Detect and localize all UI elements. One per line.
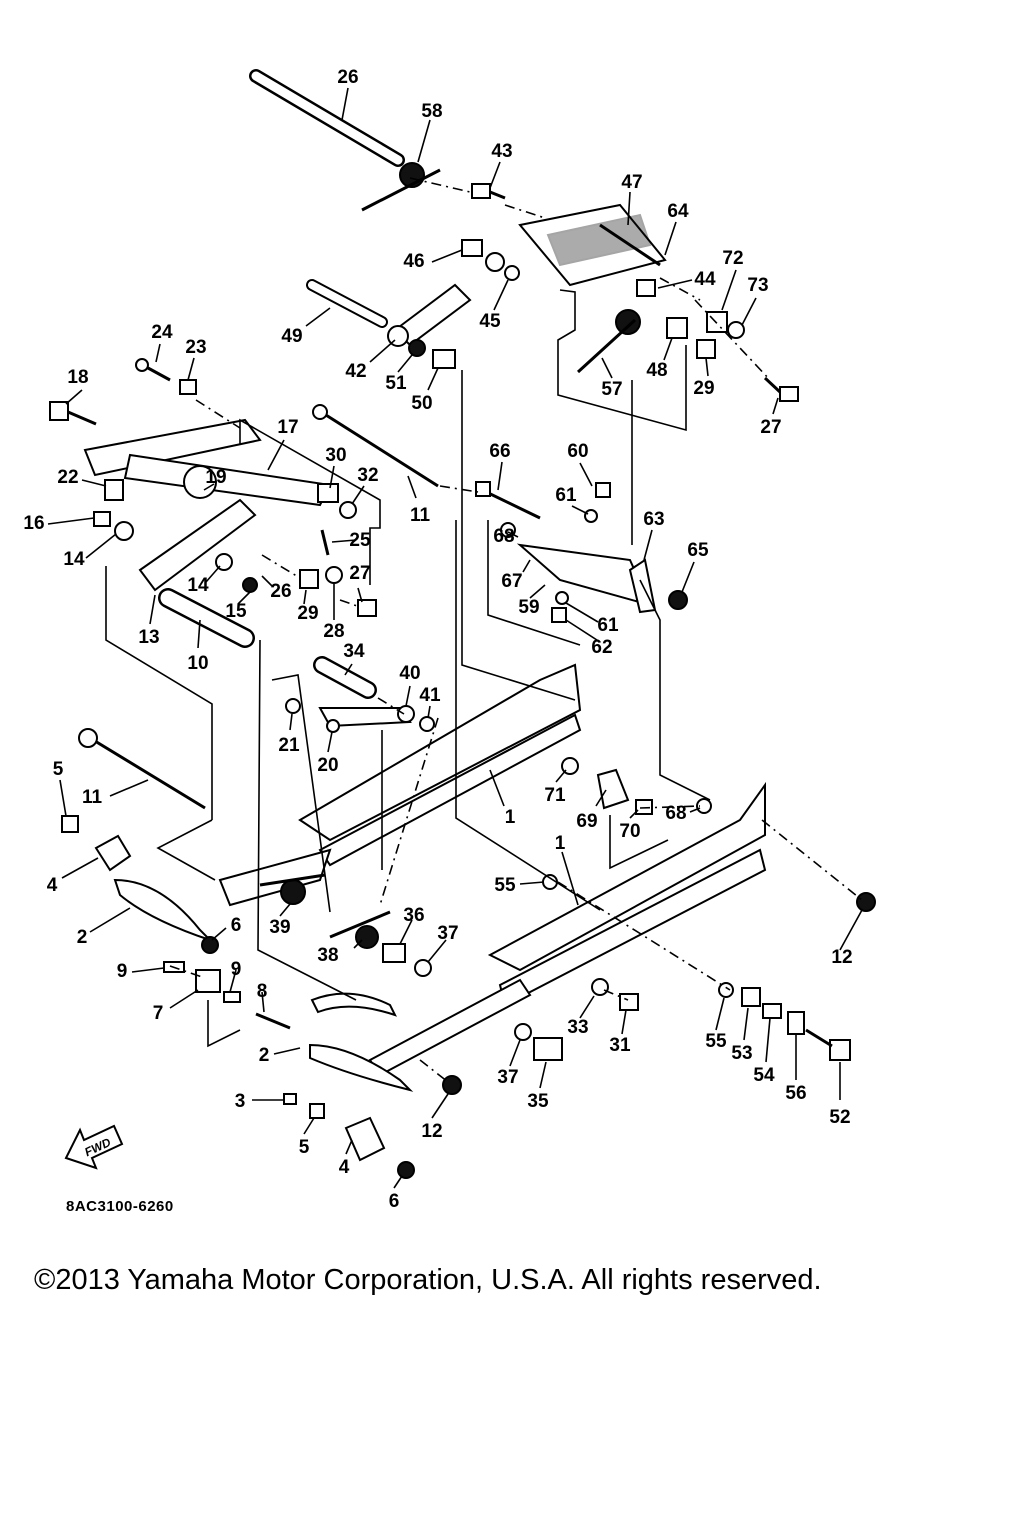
callout-label: 51: [385, 373, 407, 394]
callout-label: 20: [317, 755, 338, 776]
leader-lines: [47, 87, 863, 1189]
callout-label: 6: [389, 1191, 400, 1212]
callout-label: 24: [151, 322, 173, 343]
callout-label: 11: [82, 787, 103, 808]
callout-label: 34: [343, 641, 365, 662]
callout-label: 31: [609, 1035, 631, 1056]
diagram-code: 8AC3100-6260: [66, 1198, 174, 1215]
callout-label: 48: [646, 360, 667, 381]
callout-label: 40: [399, 663, 420, 684]
callout-label: 15: [225, 601, 247, 622]
callout-label: 12: [421, 1121, 442, 1142]
callout-label: 35: [527, 1091, 549, 1112]
callout-label: 41: [419, 685, 441, 706]
callout-label: 27: [349, 563, 370, 584]
callout-label: 47: [621, 172, 642, 193]
callout-label: 2: [77, 927, 88, 948]
callout-label: 27: [760, 417, 781, 438]
callout-label: 72: [722, 248, 743, 269]
callout-label: 26: [337, 67, 358, 88]
callout-label: 68: [493, 526, 514, 547]
callout-label: 39: [269, 917, 290, 938]
callout-label: 22: [57, 467, 78, 488]
callout-label: 38: [317, 945, 338, 966]
callout-label: 7: [153, 1003, 164, 1024]
callout-label: 32: [357, 465, 378, 486]
callout-label: 16: [23, 513, 44, 534]
callout-label: 29: [693, 378, 714, 399]
callout-label: 56: [785, 1083, 806, 1104]
callout-label: 18: [67, 367, 88, 388]
callout-label: 44: [694, 269, 716, 290]
callout-label: 19: [205, 467, 226, 488]
callout-label: 61: [597, 615, 619, 636]
callout-label: 59: [518, 597, 539, 618]
callout-label: 1: [505, 807, 516, 828]
callout-label: 45: [479, 311, 501, 332]
callout-label: 21: [278, 735, 300, 756]
callout-label: 43: [491, 141, 512, 162]
callout-label: 33: [567, 1017, 588, 1038]
callout-label: 26: [270, 581, 291, 602]
callout-label: 68: [665, 803, 686, 824]
callout-label: 9: [231, 959, 242, 980]
callout-label: 30: [325, 445, 346, 466]
callout-label: 2: [259, 1045, 270, 1066]
callout-label: 63: [643, 509, 664, 530]
callout-label: 14: [187, 575, 209, 596]
callout-label: 29: [297, 603, 318, 624]
callout-label: 49: [281, 326, 302, 347]
callout-label: 10: [187, 653, 208, 674]
callout-label: 55: [494, 875, 516, 896]
callout-label: 67: [501, 571, 522, 592]
callout-label: 25: [349, 530, 371, 551]
callout-label: 3: [235, 1091, 246, 1112]
callout-label: 12: [831, 947, 852, 968]
callout-label: 8: [257, 981, 268, 1002]
callout-label: 14: [63, 549, 85, 570]
callout-label: 4: [339, 1157, 350, 1178]
callout-label: 64: [667, 201, 689, 222]
callout-label: 57: [601, 379, 622, 400]
callout-label: 4: [47, 875, 58, 896]
fwd-arrow: FWD: [64, 1124, 124, 1170]
callout-label: 60: [567, 441, 588, 462]
callout-label: 36: [403, 905, 424, 926]
callout-label: 69: [576, 811, 597, 832]
callout-label: 58: [421, 101, 442, 122]
callout-label: 73: [747, 275, 768, 296]
callout-label: 13: [138, 627, 159, 648]
callout-label: 53: [731, 1043, 752, 1064]
callout-label: 42: [345, 361, 366, 382]
callout-label: 37: [497, 1067, 518, 1088]
callout-label: 62: [591, 637, 612, 658]
callout-label: 5: [53, 759, 64, 780]
callout-label: 28: [323, 621, 344, 642]
callout-label: 37: [437, 923, 458, 944]
callout-label: 1: [555, 833, 566, 854]
callout-label: 11: [410, 505, 431, 526]
callout-label: 17: [277, 417, 298, 438]
callout-label: 23: [185, 337, 206, 358]
callout-label: 5: [299, 1137, 310, 1158]
callout-label: 55: [705, 1031, 727, 1052]
callout-label: 61: [555, 485, 577, 506]
callout-label: 54: [753, 1065, 775, 1086]
callout-labels: 26 58 43 47 64 46 72 73 44 45 49 42 51 5…: [23, 67, 852, 1212]
callout-label: 46: [403, 251, 424, 272]
callout-label: 6: [231, 915, 242, 936]
callout-label: 71: [544, 785, 566, 806]
callout-label: 70: [619, 821, 640, 842]
callout-label: 9: [117, 961, 128, 982]
group-brackets: [105, 289, 711, 1048]
callout-label: 66: [489, 441, 510, 462]
part-shapes: [49, 69, 876, 1179]
callout-label: 65: [687, 540, 709, 561]
callout-label: 50: [411, 393, 432, 414]
copyright-notice: ©2013 Yamaha Motor Corporation, U.S.A. A…: [34, 1264, 822, 1296]
assembly-lines: [169, 177, 863, 1083]
callout-label: 52: [829, 1107, 850, 1128]
